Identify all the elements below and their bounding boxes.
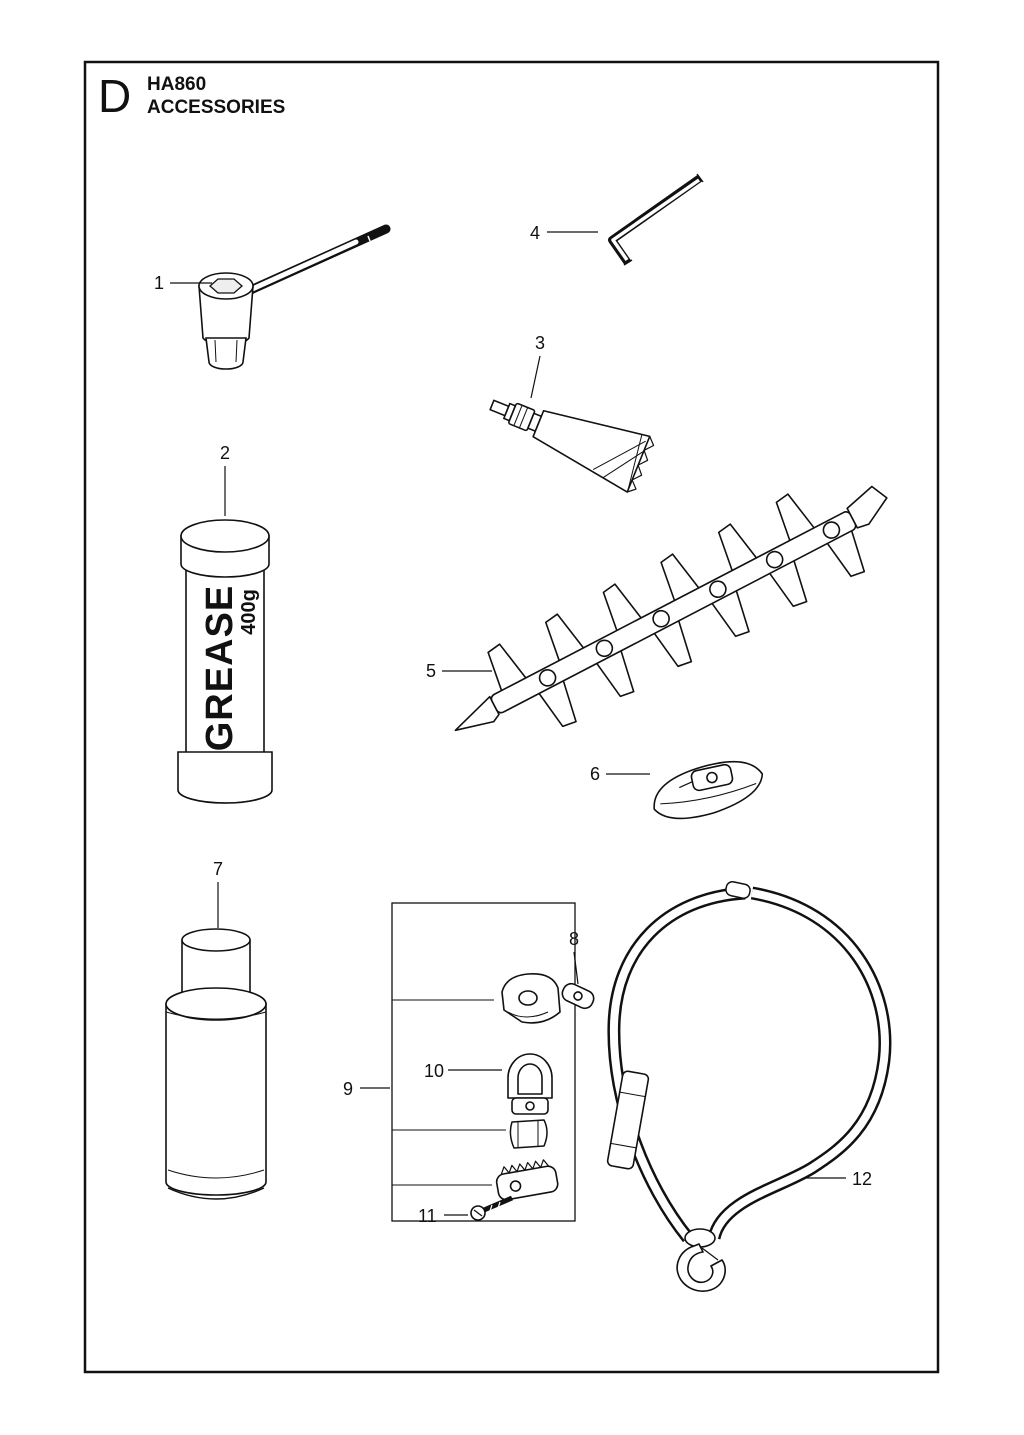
harness-strap-drawing — [606, 881, 892, 1292]
grease-label: GREASE — [199, 585, 241, 751]
callout-10: 10 — [424, 1061, 444, 1081]
grease-weight-label: 400g — [238, 589, 260, 635]
blade-tip-guard-drawing — [653, 760, 764, 820]
hardware-kit-box — [391, 902, 576, 1222]
callout-3: 3 — [535, 333, 545, 353]
clamp-lower-drawing — [495, 1159, 559, 1201]
leader-line-8 — [573, 951, 579, 985]
section-letter: D — [98, 70, 131, 122]
callout-12: 12 — [852, 1169, 872, 1189]
spray-can-drawing — [165, 928, 267, 1200]
grease-cartridge-drawing: GREASE 400g — [177, 519, 273, 804]
callout-7: 7 — [213, 859, 223, 879]
leader-line-3 — [530, 355, 541, 399]
screw-drawing — [470, 1195, 513, 1221]
callout-4: 4 — [530, 223, 540, 243]
callout-2: 2 — [220, 443, 230, 463]
adhesive-tube-drawing — [489, 399, 655, 493]
callout-6: 6 — [590, 764, 600, 784]
page-title: ACCESSORIES — [147, 97, 285, 118]
callout-11: 11 — [418, 1206, 437, 1226]
callout-8: 8 — [569, 929, 579, 949]
clamp-upper-drawing — [501, 972, 595, 1024]
small-clip-drawing — [509, 1119, 548, 1149]
cutter-blade-drawing — [454, 485, 888, 732]
hex-key-drawing — [608, 173, 704, 266]
callout-9: 9 — [343, 1079, 353, 1099]
d-ring-drawing — [507, 1053, 553, 1115]
callout-1: 1 — [154, 273, 164, 293]
callout-5: 5 — [426, 661, 436, 681]
socket-wrench-drawing — [198, 224, 391, 370]
model-label: HA860 — [147, 74, 206, 95]
